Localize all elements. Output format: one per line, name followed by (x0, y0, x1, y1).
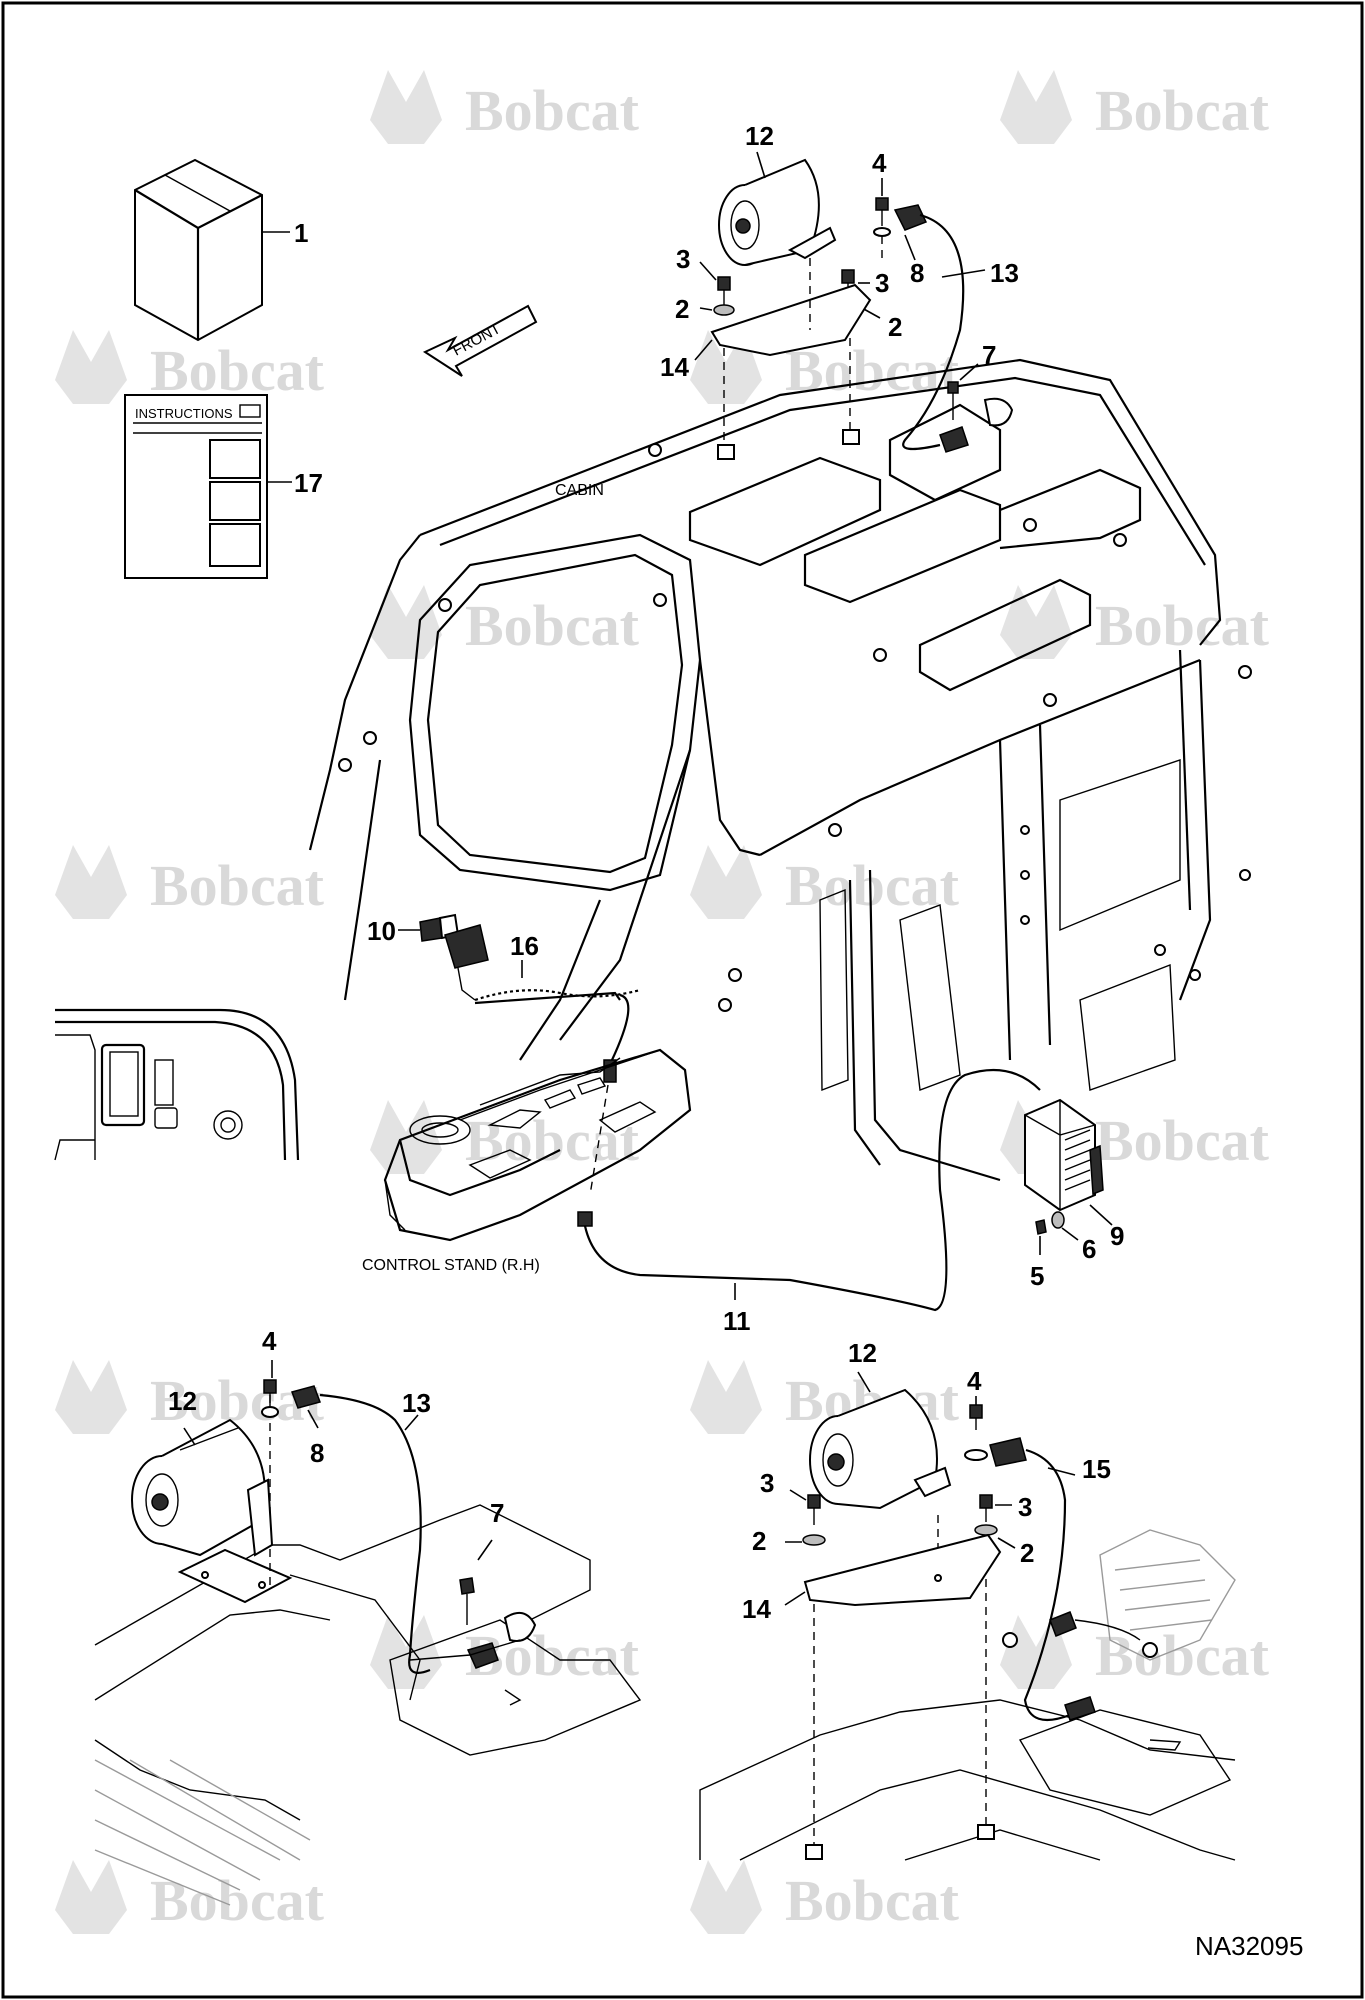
control-stand-label: CONTROL STAND (R.H) (362, 1257, 540, 1274)
callout-2-br-left: 2 (752, 1526, 766, 1556)
callout-7-top: 7 (982, 340, 996, 370)
callout-14-top: 14 (660, 352, 689, 382)
callout-2-top-right: 2 (888, 312, 902, 342)
callout-12-top: 12 (745, 121, 774, 151)
svg-text:Bobcat: Bobcat (150, 853, 325, 918)
callout-17: 17 (294, 468, 323, 498)
svg-text:Bobcat: Bobcat (465, 1108, 640, 1173)
watermark: Bobcat (690, 845, 960, 919)
callout-4-top: 4 (872, 148, 887, 178)
callout-3-top-right: 3 (875, 268, 889, 298)
svg-text:Bobcat: Bobcat (785, 853, 960, 918)
callout-7-bl: 7 (490, 1498, 504, 1528)
svg-text:Bobcat: Bobcat (465, 78, 640, 143)
front-arrow (422, 304, 538, 377)
cabin-label: CABIN (555, 482, 604, 499)
figure-id: NA32095 (1195, 1931, 1303, 1961)
svg-text:Bobcat: Bobcat (1095, 78, 1270, 143)
callout-3-br-left: 3 (760, 1468, 774, 1498)
svg-text:Bobcat: Bobcat (150, 1868, 325, 1933)
watermark: Bobcat (1000, 585, 1270, 659)
callout-9: 9 (1110, 1221, 1124, 1251)
watermark: Bobcat (1000, 1615, 1270, 1689)
inset-dash-panel (54, 1008, 300, 1161)
svg-text:Bobcat: Bobcat (1095, 1108, 1270, 1173)
callout-4-bl: 4 (262, 1326, 277, 1356)
callout-14-br: 14 (742, 1594, 771, 1624)
watermark: Bobcat (1000, 70, 1270, 144)
svg-text:Bobcat: Bobcat (1095, 1623, 1270, 1688)
part-box-kit (134, 158, 290, 342)
callout-12-br: 12 (848, 1338, 877, 1368)
part-instructions-sheet (124, 394, 292, 579)
callout-1: 1 (294, 218, 308, 248)
callout-11: 11 (723, 1306, 751, 1336)
callout-13-bl: 13 (402, 1388, 431, 1418)
cabin-structure (308, 358, 1252, 1182)
watermark: Bobcat (370, 585, 640, 659)
svg-text:Bobcat: Bobcat (150, 338, 325, 403)
callout-6: 6 (1082, 1234, 1096, 1264)
svg-text:Bobcat: Bobcat (1095, 593, 1270, 658)
callout-2-top-left: 2 (675, 294, 689, 324)
watermark: Bobcat (690, 1860, 960, 1934)
svg-text:Bobcat: Bobcat (465, 593, 640, 658)
callout-2-br-right: 2 (1020, 1538, 1034, 1568)
callout-3-br-right: 3 (1018, 1492, 1032, 1522)
callout-4-br: 4 (967, 1366, 982, 1396)
watermark: Bobcat (55, 330, 325, 404)
watermarks: Bobcat Bobcat Bobcat Bobcat Bobcat Bobca… (55, 70, 1270, 1934)
callout-16: 16 (510, 931, 539, 961)
svg-text:Bobcat: Bobcat (785, 1868, 960, 1933)
watermark: Bobcat (55, 1860, 325, 1934)
callout-13-top: 13 (990, 258, 1019, 288)
remote-switch-assembly (398, 913, 641, 1196)
instructions-label: INSTRUCTIONS (135, 406, 233, 421)
control-stand (383, 1048, 692, 1242)
svg-text:Bobcat: Bobcat (785, 338, 960, 403)
watermark: Bobcat (370, 70, 640, 144)
beacon-top-assembly (694, 151, 1014, 453)
callout-15-br: 15 (1082, 1454, 1111, 1484)
callout-8-bl: 8 (310, 1438, 324, 1468)
detail-bottom-left (94, 1360, 642, 1906)
callout-10: 10 (367, 916, 396, 946)
callout-5: 5 (1030, 1261, 1044, 1291)
callout-3-top-left: 3 (676, 244, 690, 274)
watermark: Bobcat (55, 845, 325, 919)
detail-bottom-right (699, 1371, 1236, 1861)
callout-12-bl: 12 (168, 1386, 197, 1416)
callout-8-top: 8 (910, 258, 924, 288)
harness-and-module (577, 1068, 1113, 1312)
